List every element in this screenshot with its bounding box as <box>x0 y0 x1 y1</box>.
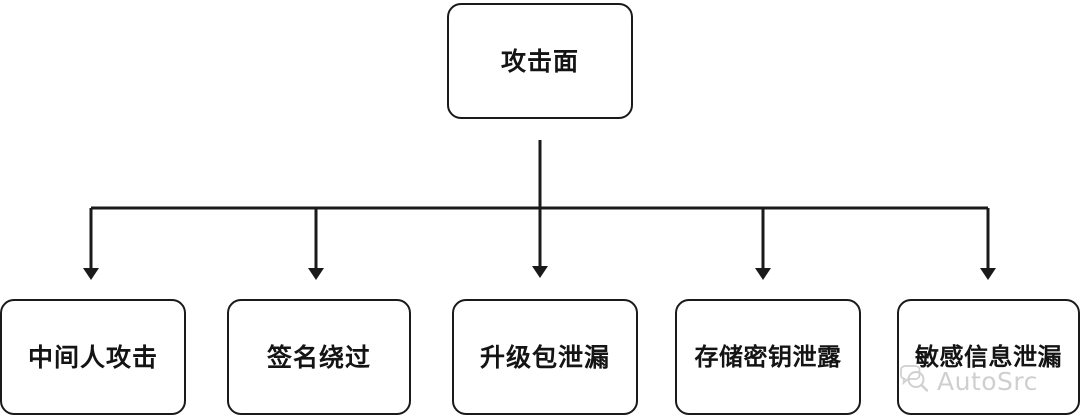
node-label: 升级包泄漏 <box>479 342 610 372</box>
arrowhead-4 <box>980 268 996 280</box>
node-signature-bypass[interactable]: 签名绕过 <box>227 299 411 415</box>
arrowhead-0 <box>83 268 99 280</box>
node-attack-surface[interactable]: 攻击面 <box>447 3 633 119</box>
node-label: 敏感信息泄漏 <box>915 343 1062 371</box>
node-stored-key-leak[interactable]: 存储密钥泄露 <box>675 299 861 415</box>
node-label: 中间人攻击 <box>27 342 158 372</box>
arrowhead-2 <box>532 266 548 278</box>
node-man-in-the-middle-attack[interactable]: 中间人攻击 <box>0 299 186 415</box>
node-label: 签名绕过 <box>266 342 371 372</box>
node-label: 攻击面 <box>500 46 579 76</box>
node-upgrade-package-leak[interactable]: 升级包泄漏 <box>452 299 638 415</box>
node-label: 存储密钥泄露 <box>694 343 842 371</box>
arrowhead-3 <box>755 268 771 280</box>
node-sensitive-information-leak[interactable]: 敏感信息泄漏 <box>897 299 1080 415</box>
arrowhead-1 <box>308 268 324 280</box>
